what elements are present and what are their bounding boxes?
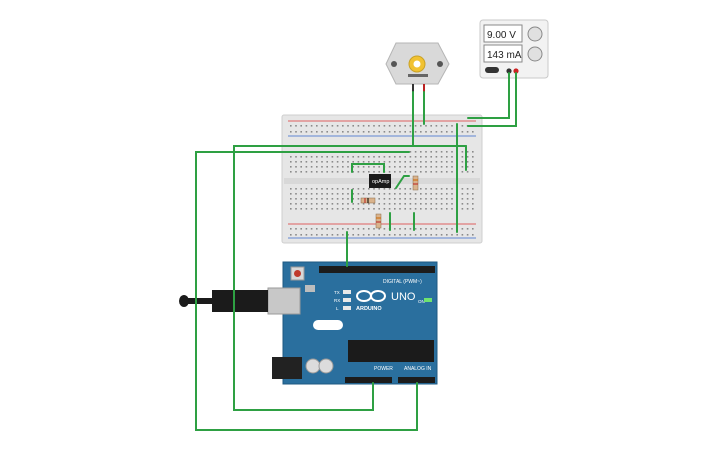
- on-label: ON: [418, 299, 425, 304]
- led-label-tx: TX: [334, 290, 340, 295]
- wire-opamp-1: [351, 163, 385, 173]
- wire-power-loop: [233, 145, 467, 411]
- analog-header-label: ANALOG IN: [404, 366, 432, 372]
- led-label-l: L: [336, 306, 339, 311]
- power-led: [424, 298, 432, 302]
- breadboard-holes: [290, 125, 474, 236]
- digital-header-label: DIGITAL (PWM~): [383, 279, 422, 285]
- power-header-label: POWER: [374, 366, 393, 372]
- terminal-positive[interactable]: [513, 68, 519, 74]
- atmega-chip: [348, 340, 434, 362]
- arduino-uno-board[interactable]: DIGITAL (PWM~) TX RX L ARDUINO UNO ON PO…: [267, 261, 438, 385]
- led-label-rx: RX: [334, 298, 340, 303]
- power-header[interactable]: [345, 377, 392, 383]
- digital-header[interactable]: [319, 266, 435, 273]
- wire-supply-pos: [467, 72, 517, 127]
- resistor-2[interactable]: [412, 175, 419, 191]
- current-display: 143 mA: [487, 50, 522, 61]
- resistor-3[interactable]: [375, 213, 382, 229]
- opamp-label: opAmp: [372, 179, 389, 185]
- resistor-1[interactable]: [360, 197, 376, 204]
- voltage-display: 9.00 V: [487, 30, 516, 41]
- capacitor-2: [318, 358, 334, 374]
- wire-supply-neg: [467, 72, 510, 119]
- usb-port: [267, 287, 301, 315]
- arduino-brand: ARDUINO: [356, 306, 382, 312]
- power-switch[interactable]: [485, 67, 499, 73]
- analog-header[interactable]: [398, 377, 435, 383]
- wires: [195, 72, 517, 431]
- arduino-logo: [356, 290, 386, 302]
- power-supply[interactable]: 9.00 V 143 mA: [479, 19, 549, 79]
- barrel-jack: [272, 357, 302, 379]
- capacitor-1: [305, 358, 321, 374]
- wire-opamp-2: [395, 175, 410, 189]
- terminal-negative[interactable]: [506, 68, 512, 74]
- current-knob[interactable]: [527, 46, 543, 62]
- voltage-knob[interactable]: [527, 26, 543, 42]
- dc-motor[interactable]: [385, 42, 450, 92]
- usb-cable: [179, 290, 268, 312]
- wire-analog-loop: [195, 151, 418, 431]
- arduino-model: UNO: [391, 291, 416, 303]
- opamp-chip[interactable]: opAmp: [369, 174, 391, 188]
